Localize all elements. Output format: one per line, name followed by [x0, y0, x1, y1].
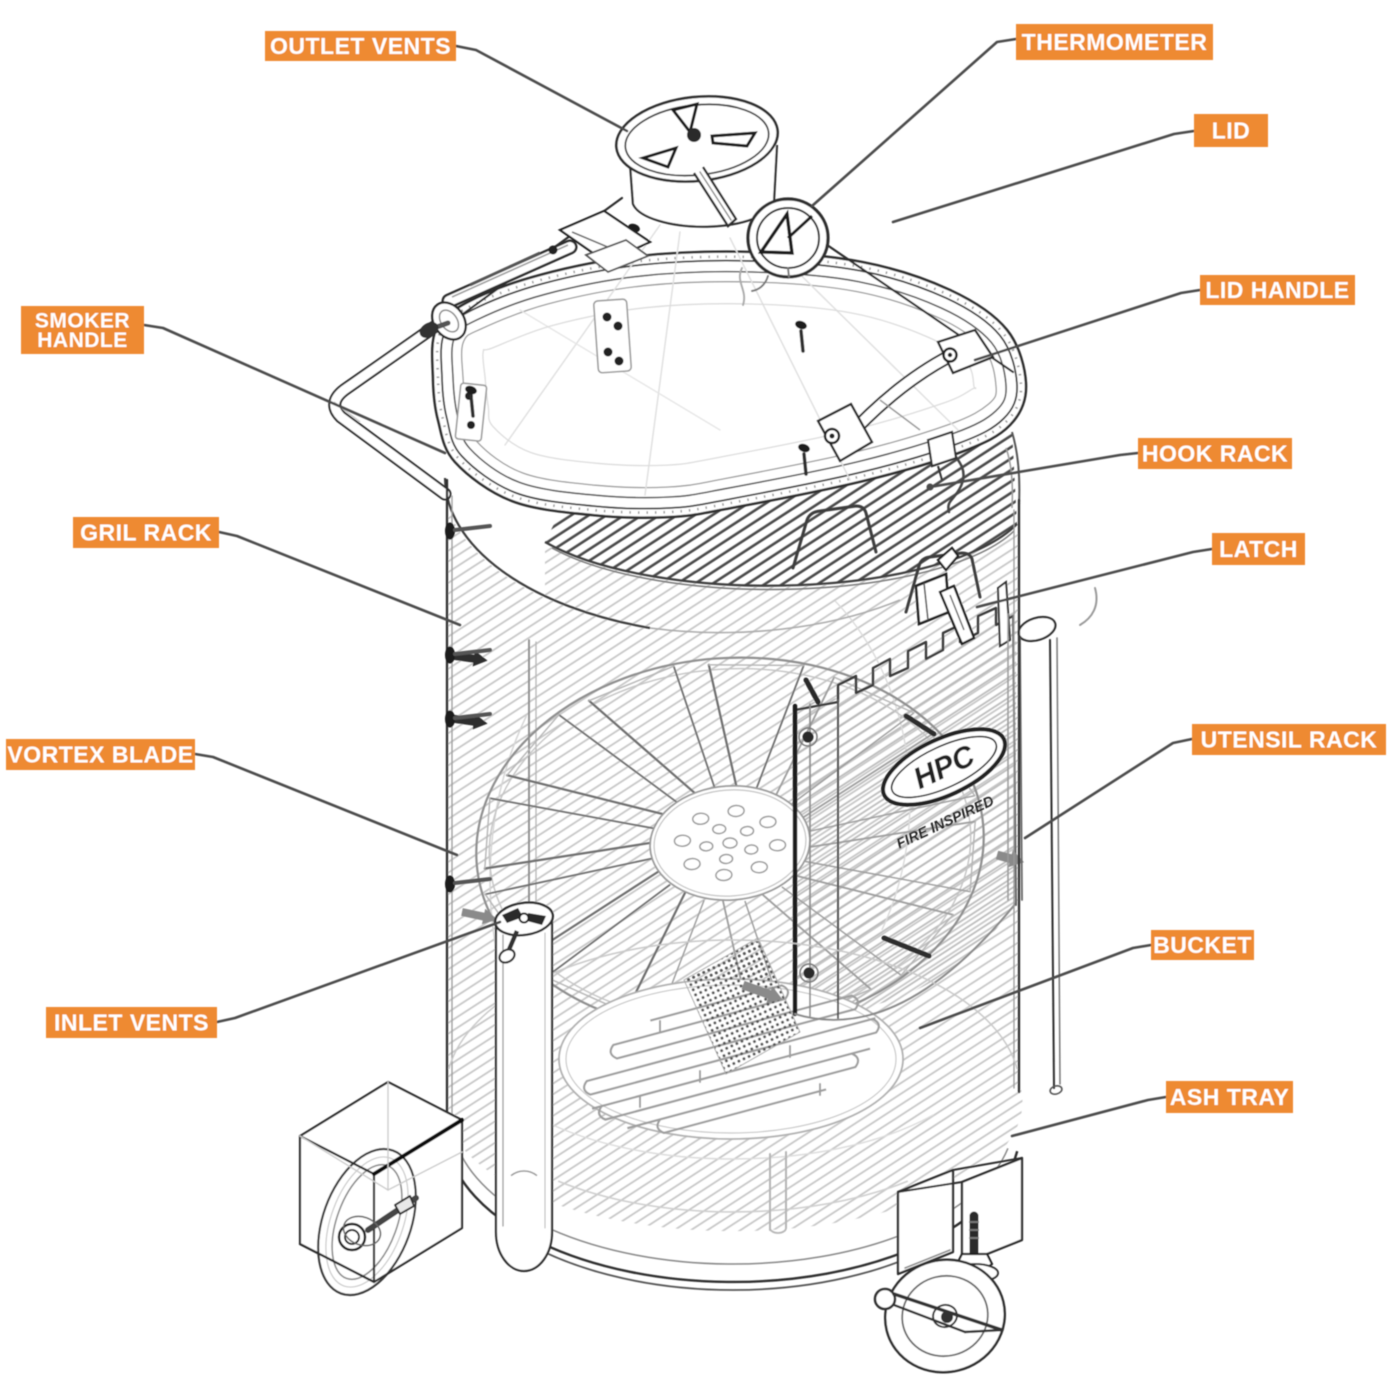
svg-text:INLET VENTS: INLET VENTS: [54, 1010, 209, 1036]
svg-text:GRIL RACK: GRIL RACK: [80, 520, 212, 546]
svg-text:LID: LID: [1212, 118, 1251, 144]
svg-text:OUTLET VENTS: OUTLET VENTS: [270, 33, 451, 59]
svg-text:THERMOMETER: THERMOMETER: [1022, 29, 1208, 55]
svg-text:UTENSIL RACK: UTENSIL RACK: [1201, 727, 1378, 753]
svg-text:HANDLE: HANDLE: [37, 329, 128, 352]
svg-text:VORTEX BLADE: VORTEX BLADE: [7, 742, 193, 768]
svg-text:BUCKET: BUCKET: [1153, 932, 1252, 958]
svg-text:ASH TRAY: ASH TRAY: [1170, 1084, 1289, 1110]
svg-text:HOOK RACK: HOOK RACK: [1142, 441, 1288, 467]
svg-text:LATCH: LATCH: [1219, 536, 1298, 562]
svg-text:LID HANDLE: LID HANDLE: [1205, 277, 1349, 303]
svg-text:SMOKER: SMOKER: [35, 310, 130, 333]
